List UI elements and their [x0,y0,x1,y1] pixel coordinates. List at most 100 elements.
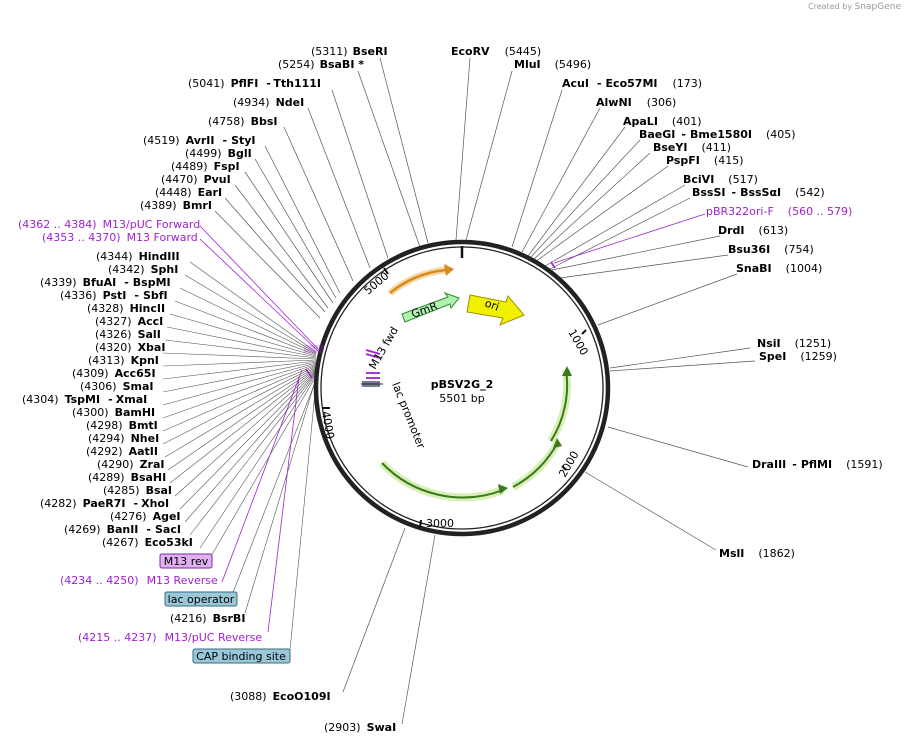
site-alwni-name: AlwNI [596,96,632,109]
site-zrai-name: ZraI [140,458,165,471]
site-bamhi-pos: (4300) [72,406,109,419]
site-bfuai-pos: (4339) [40,276,77,289]
site-agei: (4276)AgeI [110,510,181,523]
tick-marks [323,267,587,529]
site-bseyi-name: BseYI [653,141,687,154]
site-msli-name: MslI [719,547,744,560]
site-bseyi: BseYI(411) [653,141,731,154]
site-pflfi-pos: (5041) [188,77,225,90]
site-acci-pos: (4327) [95,315,132,328]
site-xbai: (4320)XbaI [95,341,165,354]
site-acc65i-pos: (4309) [72,367,109,380]
site-pspfi: PspFI(415) [666,154,744,167]
site-tspmi-pos: (4304) [22,393,59,406]
site-acci-name: AccI [138,315,164,328]
site-zrai-pos: (4290) [97,458,134,471]
site-nhei: (4294)NheI [88,432,159,445]
primer-m13puc-rev-name: M13/pUC Reverse [165,631,263,644]
site-drai-alt: PflMI [801,458,832,471]
site-psti: (4336)PstI-SbfI [60,289,168,302]
site-bseri: (5311)BseRI [311,45,388,58]
site-sali-name: SalI [138,328,161,341]
site-eari-name: EarI [198,186,222,199]
site-bsu36i: Bsu36I(754) [728,243,814,256]
primer-m13-rev: (4234 .. 4250)M13 Reverse [60,574,218,587]
orange-feature-arrow [389,268,447,294]
site-eco0109i-pos: (3088) [230,690,267,703]
site-baegi-alt: Bme1580I [690,128,752,141]
site-apali-name: ApaLI [623,115,658,128]
site-drdi-pos: (613) [759,224,789,237]
site-spei: SpeI(1259) [759,350,837,363]
site-acc65i: (4309) Acc65I [72,367,156,380]
site-bsabi-name: BsaBI * [320,58,365,71]
site-avrii: (4519)AvrII-StyI [143,134,256,147]
site-bbsi-name: BbsI [251,115,278,128]
site-bmri-name: BmrI [183,199,212,212]
site-bgli: (4499)BglI [185,147,252,160]
site-msli-pos: (1862) [758,547,795,560]
ori-feature: ori [466,294,525,326]
site-bsahi-pos: (4289) [88,471,125,484]
site-snabi-name: SnaBI [736,262,772,275]
credit-prefix: Created by [808,2,853,11]
site-apali-pos: (401) [672,115,702,128]
site-sali: (4326)SalI [95,328,161,341]
site-mlui-pos: (5496) [555,58,592,71]
site-bmti: (4298)BmtI [86,419,158,432]
site-baegi-pos: (405) [766,128,796,141]
lac-feature-arcs [379,366,572,502]
site-baegi: BaeGI-Bme1580I(405) [639,128,796,141]
primer-pbr322-name: pBR322ori-F [706,205,774,218]
site-drai-pos: (1591) [846,458,883,471]
site-bbsi-pos: (4758) [208,115,245,128]
site-baegi-name: BaeGI [639,128,675,141]
site-bfuai-name: BfuAI [83,276,117,289]
site-bsai-name: BsaI [146,484,172,497]
site-acci: (4327) AccI [95,315,163,328]
site-ndei: (4934)NdeI [233,96,304,109]
site-bsabi: (5254) BsaBI * [278,58,364,71]
site-bgli-name: BglI [228,147,252,160]
site-psti-name: PstI [103,289,127,302]
m13-rev-label: M13 rev [164,555,209,568]
site-bsssi-alt: BssSαI [740,186,781,199]
site-sphi-name: SphI [151,263,179,276]
site-avrii-alt: StyI [231,134,255,147]
site-bamhi-name: BamHI [115,406,156,419]
site-agei-name: AgeI [153,510,181,523]
primer-m13-fwd: (4353 .. 4370)M13 Forward [42,231,198,244]
site-bseri-name: BseRI [353,45,388,58]
site-kpni-pos: (4313) [88,354,125,367]
orange-feature-halo [387,266,447,296]
site-hincii-name: HincII [130,302,166,315]
site-hincii-pos: (4328) [87,302,124,315]
site-bsabi-pos: (5254) [278,58,315,71]
ori-arrow [466,294,525,326]
plasmid-size: 5501 bp [439,392,484,405]
site-aatii-pos: (4292) [86,445,123,458]
site-pflfi: (5041)PflFI-Tth111I [188,77,321,90]
site-bamhi: (4300) BamHI [72,406,155,419]
site-acc65i-name: Acc65I [115,367,156,380]
site-acui-pos: (173) [673,77,703,90]
site-banii: (4269)BanII-SacI [64,523,181,536]
site-bsssi-name: BssSI [692,186,726,199]
site-xbai-pos: (4320) [95,341,132,354]
site-smai: (4306)SmaI [80,380,153,393]
primer-m13puc-fwd: (4362 .. 4384)M13/pUC Forward [18,218,200,231]
site-bcivi-name: BciVI [683,173,714,186]
site-hincii: (4328) HincII [87,302,165,315]
primer-m13puc-fwd-pos: (4362 .. 4384) [18,218,97,231]
cap-site-label: CAP binding site [196,650,286,663]
site-bcivi-pos: (517) [728,173,758,186]
site-tspmi-alt: XmaI [116,393,147,406]
primer-m13-fwd-pos: (4353 .. 4370) [42,231,121,244]
site-sphi-pos: (4342) [108,263,145,276]
site-pspfi-name: PspFI [666,154,700,167]
site-kpni-name: KpnI [131,354,159,367]
site-bmri-pos: (4389) [140,199,177,212]
site-avrii-name: AvrII [186,134,215,147]
site-acui: AcuI-Eco57MI(173) [562,77,702,90]
